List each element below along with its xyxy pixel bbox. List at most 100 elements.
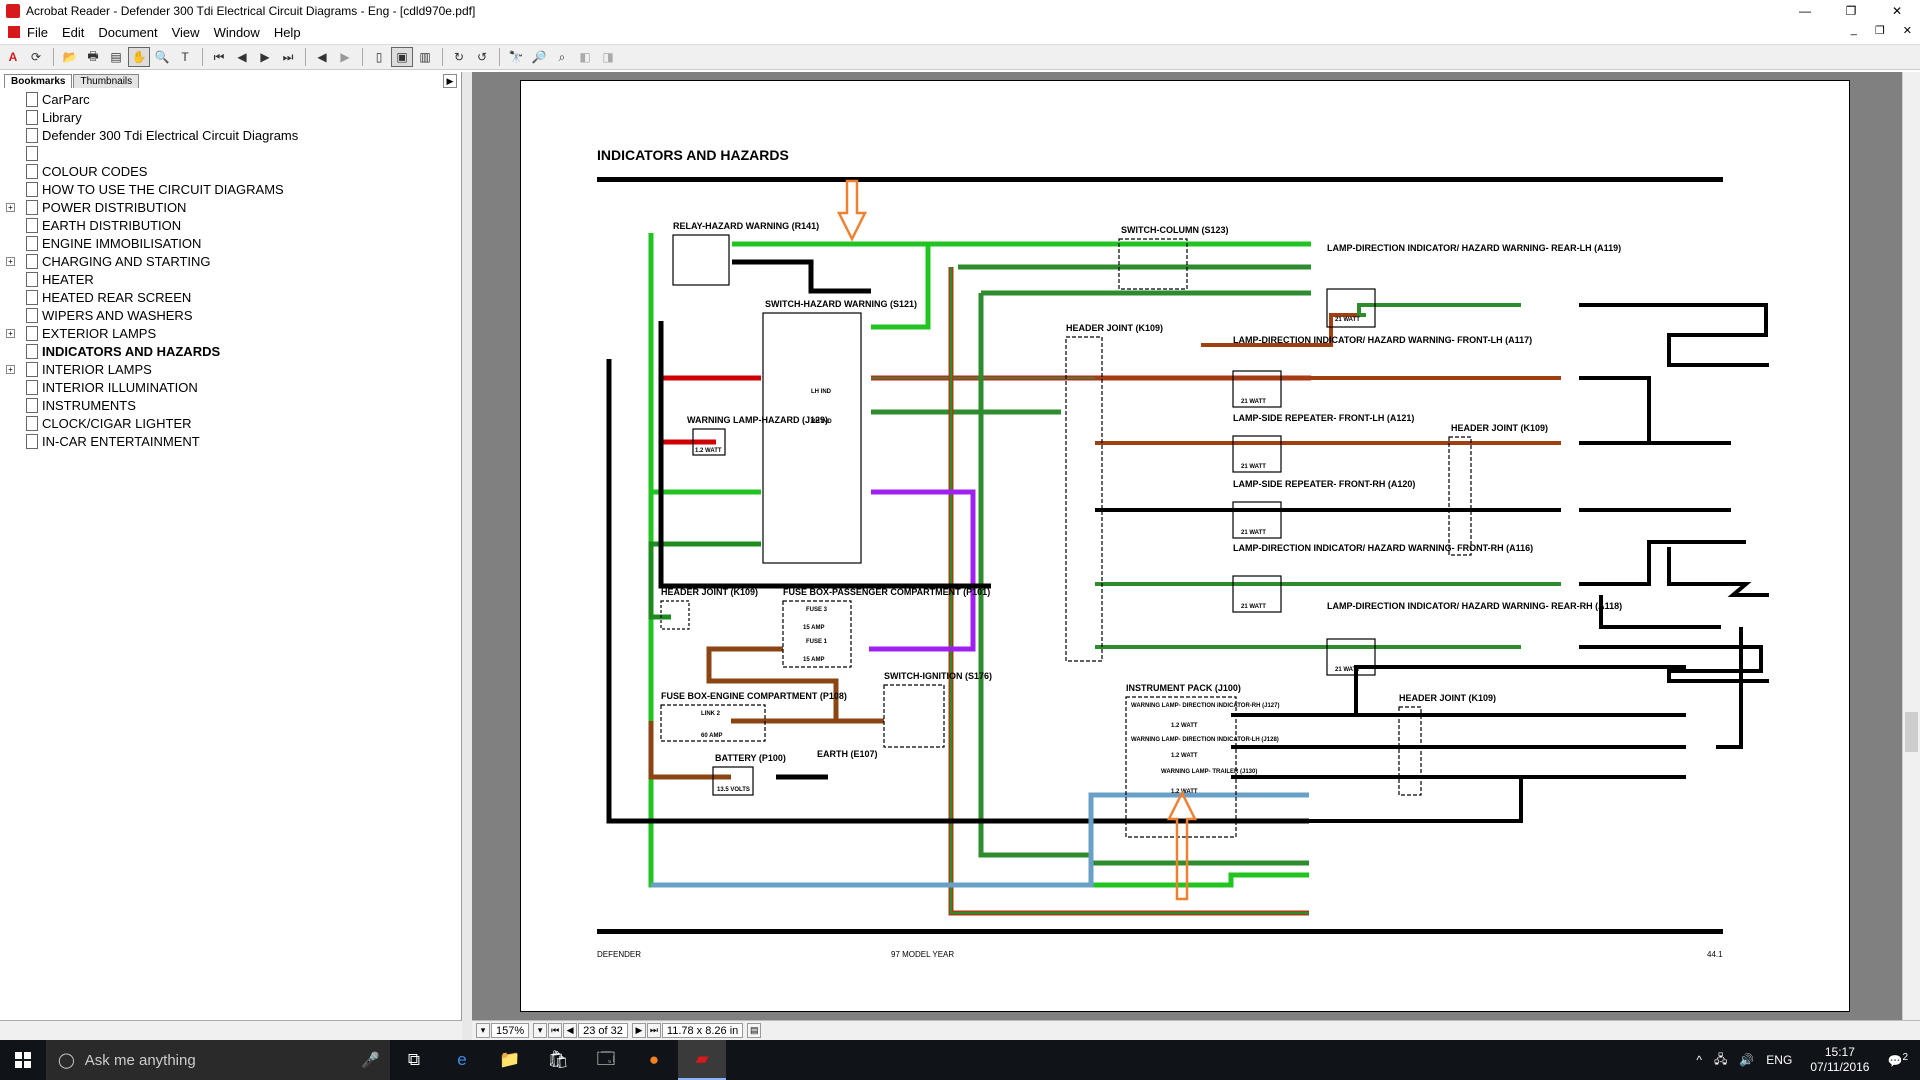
menu-view[interactable]: View: [171, 24, 200, 40]
next-highlight-icon[interactable]: ◨: [602, 50, 614, 64]
watt-a116: 21 WATT: [1241, 604, 1266, 610]
previous-page-icon[interactable]: ◀: [237, 50, 247, 64]
menu-help[interactable]: Help: [273, 24, 301, 40]
cortana-search-box[interactable]: ◯ Ask me anything 🎤: [46, 1040, 390, 1080]
bookmark-item[interactable]: +INTERIOR LAMPS: [0, 360, 450, 378]
text-select-icon[interactable]: T: [181, 50, 189, 64]
instrument-pack-box: [1125, 696, 1237, 838]
bookmark-item[interactable]: CLOCK/CIGAR LIGHTER: [0, 414, 450, 432]
windows-start-button[interactable]: [0, 1040, 46, 1080]
last-page-icon[interactable]: ⏭: [282, 49, 294, 64]
rotate-icon[interactable]: ↻: [453, 50, 465, 64]
sb-last-page-icon[interactable]: ⏭: [646, 1023, 661, 1038]
expand-icon[interactable]: +: [6, 364, 15, 374]
bookmark-item[interactable]: INDICATORS AND HAZARDS: [0, 342, 450, 360]
expand-icon[interactable]: +: [6, 256, 15, 266]
network-icon[interactable]: 🖧: [1713, 1051, 1728, 1066]
bookmark-item[interactable]: [0, 144, 450, 162]
search-icon[interactable]: 🔎: [531, 50, 547, 64]
doc-close-button[interactable]: ✕: [1902, 25, 1912, 37]
hand-tool-icon[interactable]: ✋: [128, 47, 150, 67]
bookmark-item[interactable]: +CHARGING AND STARTING: [0, 252, 450, 270]
find-icon[interactable]: 🔭: [508, 50, 524, 64]
go-back-icon[interactable]: ◀: [317, 50, 327, 64]
pane-menu-icon[interactable]: ▶: [443, 74, 457, 88]
go-forward-icon[interactable]: ▶: [340, 50, 350, 64]
acrobat-icon[interactable]: A: [8, 50, 18, 64]
notification-count: 2: [1902, 1052, 1908, 1063]
bookmark-item[interactable]: +EXTERIOR LAMPS: [0, 324, 450, 342]
fit-page-icon[interactable]: ▣: [391, 47, 413, 67]
menu-window[interactable]: Window: [213, 24, 260, 40]
rotate-cw-icon[interactable]: ↺: [476, 50, 488, 64]
bookmark-item[interactable]: Defender 300 Tdi Electrical Circuit Diag…: [0, 126, 450, 144]
toolbar: A ⟳ 📂 🖶 ▤ ✋ 🔍 T ⏮ ◀ ▶ ⏭ ◀ ▶ ▯ ▣ ▥ ↻ ↺ 🔭 …: [0, 44, 1920, 70]
first-page-icon[interactable]: ⏮: [213, 49, 225, 64]
bookmark-item[interactable]: IN-CAR ENTERTAINMENT: [0, 432, 450, 450]
next-page-icon[interactable]: ▶: [260, 50, 270, 64]
search-results-icon[interactable]: ⌕: [558, 49, 566, 64]
doc-minimize-button[interactable]: _: [1850, 24, 1857, 36]
vertical-scrollbar[interactable]: [1902, 72, 1920, 1020]
bookmark-item[interactable]: HEATED REAR SCREEN: [0, 288, 450, 306]
clock[interactable]: 15:17 07/11/2016: [1810, 1045, 1869, 1075]
sb-first-page-icon[interactable]: ⏮: [548, 1023, 563, 1038]
actual-size-icon[interactable]: ▯: [375, 50, 383, 64]
bookmark-item[interactable]: HEATER: [0, 270, 450, 288]
file-explorer-icon[interactable]: 📁: [499, 1050, 521, 1069]
menu-edit[interactable]: Edit: [61, 24, 85, 40]
document-area[interactable]: INDICATORS AND HAZARDS DEFENDER 97 MODEL…: [472, 72, 1902, 1020]
tray-chevron-icon[interactable]: ^: [1696, 1053, 1702, 1067]
previous-highlight-icon[interactable]: ◧: [579, 50, 591, 64]
tab-thumbnails[interactable]: Thumbnails: [73, 74, 140, 88]
bookmark-item[interactable]: HOW TO USE THE CIRCUIT DIAGRAMS: [0, 180, 450, 198]
fit-width-icon[interactable]: ▥: [419, 50, 431, 64]
firefox-icon[interactable]: ●: [648, 1050, 660, 1069]
edge-icon[interactable]: e: [457, 1050, 467, 1069]
bookmark-item[interactable]: +POWER DISTRIBUTION: [0, 198, 450, 216]
scrollbar-thumb[interactable]: [1905, 712, 1918, 752]
sb-prev-page-icon[interactable]: ◀: [563, 1023, 578, 1038]
cycle-icon[interactable]: ⟳: [30, 50, 42, 64]
volume-icon[interactable]: 🔊: [1739, 1053, 1755, 1067]
print-icon[interactable]: 🖶: [87, 48, 99, 63]
store-icon[interactable]: 🛍: [547, 1050, 569, 1069]
navigation-pane-scrollbar[interactable]: [0, 1020, 462, 1040]
zoom-field[interactable]: 157%: [491, 1023, 530, 1038]
page-field[interactable]: 23 of 32: [578, 1023, 628, 1038]
expand-icon[interactable]: +: [6, 202, 15, 212]
pane-splitter[interactable]: [462, 72, 472, 1040]
notification-icon[interactable]: 💬2: [1887, 1052, 1908, 1068]
zoom-dropdown-icon[interactable]: ▾: [533, 1023, 548, 1038]
bookmark-item[interactable]: EARTH DISTRIBUTION: [0, 216, 450, 234]
maximize-button[interactable]: ❐: [1845, 4, 1857, 18]
doc-restore-button[interactable]: ❐: [1874, 25, 1885, 37]
sb-next-page-icon[interactable]: ▶: [631, 1023, 646, 1038]
show-hide-navigation-icon[interactable]: ▤: [110, 50, 122, 64]
microphone-icon[interactable]: 🎤: [361, 1052, 380, 1069]
bookmark-item[interactable]: COLOUR CODES: [0, 162, 450, 180]
bookmark-item[interactable]: WIPERS AND WASHERS: [0, 306, 450, 324]
window-controls: — ❐ ✕: [1782, 0, 1920, 22]
expand-icon[interactable]: +: [6, 328, 15, 338]
acrobat-taskbar-icon[interactable]: ▰: [678, 1040, 726, 1080]
zoom-tool-icon[interactable]: 🔍: [154, 50, 170, 64]
menu-document[interactable]: Document: [98, 24, 158, 40]
bookmark-item[interactable]: INTERIOR ILLUMINATION: [0, 378, 450, 396]
document-icon[interactable]: [8, 26, 20, 38]
close-button[interactable]: ✕: [1891, 4, 1903, 18]
tab-bookmarks[interactable]: Bookmarks: [4, 74, 73, 88]
language-indicator[interactable]: ENG: [1766, 1053, 1793, 1067]
bookmark-item[interactable]: Library: [0, 108, 450, 126]
view-toggle-icon[interactable]: ▾: [476, 1023, 490, 1038]
bookmark-label: WIPERS AND WASHERS: [42, 307, 193, 323]
open-icon[interactable]: 📂: [62, 50, 78, 64]
bookmark-item[interactable]: INSTRUMENTS: [0, 396, 450, 414]
media-app-icon[interactable]: 🗔: [596, 1048, 616, 1068]
minimize-button[interactable]: —: [1799, 4, 1811, 18]
task-view-icon[interactable]: ⧉: [407, 1050, 421, 1069]
bookmark-item[interactable]: ENGINE IMMOBILISATION: [0, 234, 450, 252]
bookmark-item[interactable]: CarParc: [0, 90, 450, 108]
menu-file[interactable]: File: [27, 24, 48, 40]
page-layout-icon[interactable]: ▤: [747, 1023, 762, 1038]
